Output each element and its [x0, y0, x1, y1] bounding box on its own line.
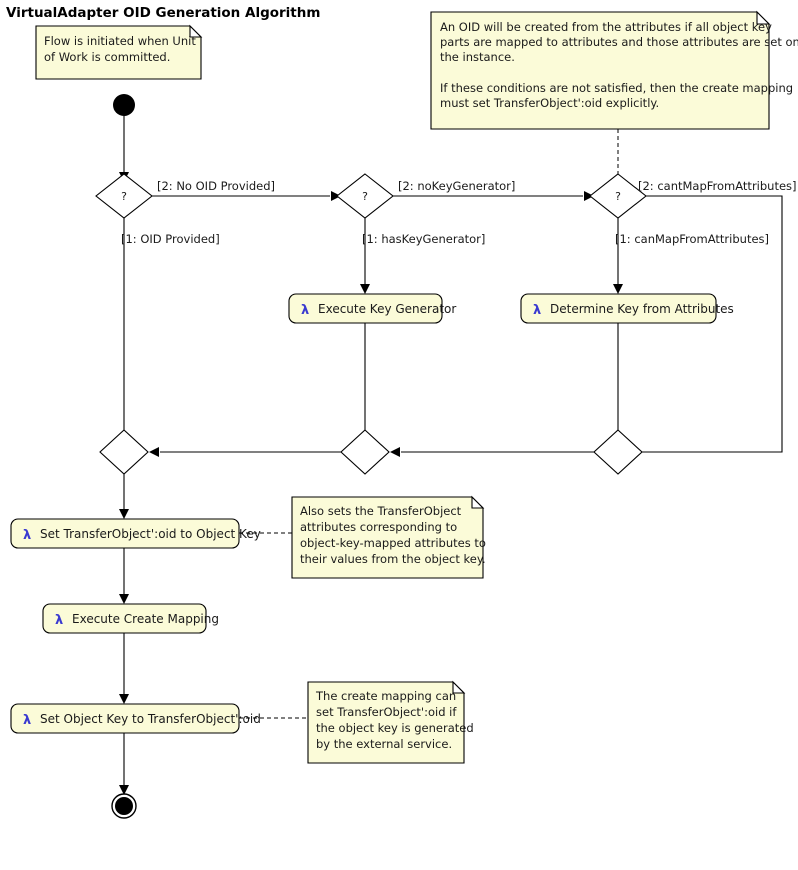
initial-node	[113, 94, 135, 116]
page-title: VirtualAdapter OID Generation Algorithm	[6, 5, 320, 21]
note-oid-line-5: If these conditions are not satisfied, t…	[440, 81, 793, 95]
lambda-icon: λ	[301, 303, 309, 318]
note-oid-line-3: the instance.	[440, 50, 515, 64]
action-execute-key-generator-label: Execute Key Generator	[318, 302, 456, 316]
action-determine-key-from-attributes[interactable]: λ Determine Key from Attributes	[520, 293, 734, 324]
note-oid-attributes: An OID will be created from the attribut…	[430, 10, 798, 130]
arrowhead-merge3-to-merge2	[390, 447, 400, 457]
merge-1	[99, 429, 149, 475]
arrowhead-set-object-key-to-final	[119, 785, 129, 795]
note-oid-line-2: parts are mapped to attributes and those…	[440, 35, 798, 49]
arrowhead-decision3-to-action-determine	[613, 284, 623, 294]
action-execute-create-mapping-label: Execute Create Mapping	[72, 612, 219, 626]
merge-2	[340, 429, 390, 475]
note-start-line-2: of Work is committed.	[44, 50, 170, 64]
note-create-mapping-line-3: the object key is generated	[316, 721, 474, 735]
note-also-sets-line-1: Also sets the TransferObject	[300, 504, 462, 518]
note-start-line-1: Flow is initiated when Unit	[44, 34, 196, 48]
note-also-sets-line-3: object-key-mapped attributes to	[300, 536, 486, 550]
note-create-mapping-line-2: set TransferObject':oid if	[316, 705, 457, 719]
decision-oid-provided[interactable]: ?	[95, 173, 153, 219]
action-set-object-key[interactable]: λ Set Object Key to TransferObject':oid	[10, 703, 261, 734]
action-execute-key-generator[interactable]: λ Execute Key Generator	[288, 293, 456, 324]
action-set-transferobject-oid[interactable]: λ Set TransferObject':oid to Object Key	[10, 518, 261, 549]
note-create-mapping-line-4: by the external service.	[316, 737, 452, 751]
note-also-sets-line-2: attributes corresponding to	[300, 520, 457, 534]
action-determine-key-label: Determine Key from Attributes	[550, 302, 734, 316]
note-also-sets-line-4: their values from the object key.	[300, 552, 486, 566]
merge-3	[593, 429, 643, 475]
action-set-object-key-label: Set Object Key to TransferObject':oid	[40, 712, 261, 726]
action-set-transferobject-oid-label: Set TransferObject':oid to Object Key	[40, 527, 261, 541]
arrowhead-merge1-to-action-set-oid	[119, 509, 129, 519]
arrowhead-decision2-to-decision3	[584, 191, 594, 201]
note-oid-line-1: An OID will be created from the attribut…	[440, 20, 772, 34]
note-oid-line-6: must set TransferObject':oid explicitly.	[440, 96, 659, 110]
arrowhead-decision1-to-decision2	[331, 191, 341, 201]
action-execute-create-mapping[interactable]: λ Execute Create Mapping	[42, 603, 219, 634]
guard-can-map-from-attributes: [1: canMapFromAttributes]	[615, 232, 769, 246]
lambda-icon: λ	[23, 713, 31, 728]
decision-key-generator[interactable]: ?	[336, 173, 394, 219]
arrowhead-decision2-to-action-keygen	[360, 284, 370, 294]
note-start: Flow is initiated when Unit of Work is c…	[35, 24, 203, 80]
decision-map-from-attributes-label: ?	[615, 190, 621, 203]
note-create-mapping-line-1: The create mapping can	[315, 689, 456, 703]
lambda-icon: λ	[533, 303, 541, 318]
edge-decision3-to-merge3	[630, 195, 783, 453]
guard-no-oid-provided: [2: No OID Provided]	[157, 179, 275, 193]
guard-has-key-generator: [1: hasKeyGenerator]	[362, 232, 485, 246]
note-also-sets: Also sets the TransferObject attributes …	[291, 495, 486, 579]
guard-oid-provided: [1: OID Provided]	[121, 232, 220, 246]
arrowhead-set-oid-to-create-mapping	[119, 594, 129, 604]
arrowhead-create-mapping-to-set-object-key	[119, 694, 129, 704]
decision-oid-provided-label: ?	[121, 190, 127, 203]
final-node	[111, 793, 137, 819]
guard-no-key-generator: [2: noKeyGenerator]	[398, 179, 515, 193]
guard-cant-map-from-attributes: [2: cantMapFromAttributes]	[638, 179, 797, 193]
lambda-icon: λ	[23, 528, 31, 543]
note-create-mapping: The create mapping can set TransferObjec…	[307, 680, 474, 764]
decision-key-generator-label: ?	[362, 190, 368, 203]
lambda-icon: λ	[55, 613, 63, 628]
arrowhead-merge2-to-merge1	[149, 447, 159, 457]
